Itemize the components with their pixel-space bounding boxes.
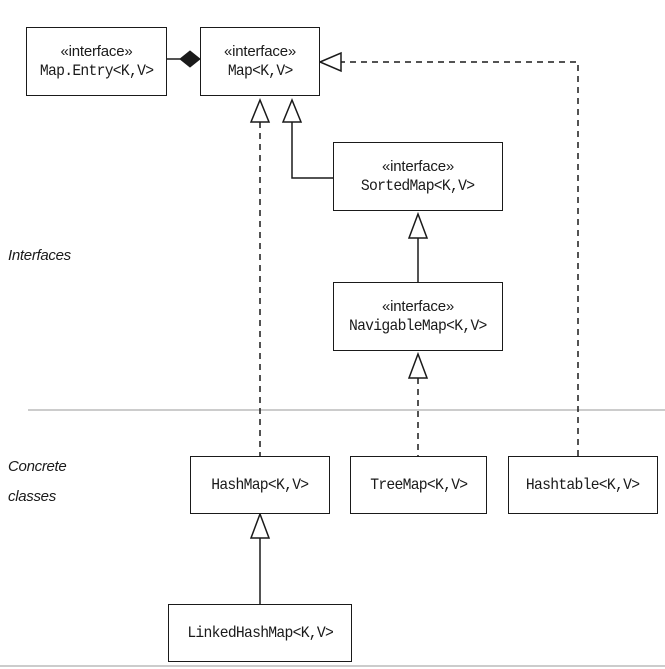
realization-treemap-to-navigablemap	[407, 351, 429, 456]
sorted-map-interface-box: «interface» SortedMap<K,V>	[333, 142, 503, 211]
map-interface-box: «interface» Map<K,V>	[200, 27, 320, 96]
type-name: Hashtable<K,V>	[526, 476, 640, 494]
section-label-concrete-line2: classes	[8, 488, 56, 505]
type-name: SortedMap<K,V>	[361, 176, 475, 195]
hollow-triangle-icon	[281, 98, 303, 123]
type-name: TreeMap<K,V>	[369, 476, 468, 494]
stereotype-label: «interface»	[381, 297, 455, 315]
hollow-triangle-icon	[407, 211, 429, 239]
type-name: HashMap<K,V>	[211, 476, 309, 494]
generalization-navigablemap-to-sortedmap	[407, 211, 429, 282]
section-label-interfaces: Interfaces	[8, 247, 71, 264]
linked-hash-map-class-box: LinkedHashMap<K,V>	[168, 604, 352, 662]
type-name: NavigableMap<K,V>	[349, 316, 487, 335]
hollow-triangle-icon	[249, 98, 271, 123]
hollow-triangle-icon	[249, 511, 271, 539]
type-name: Map.Entry<K,V>	[39, 61, 154, 80]
hash-map-class-box: HashMap<K,V>	[190, 456, 330, 514]
stereotype-label: «interface»	[223, 42, 297, 60]
stereotype-label: «interface»	[381, 157, 455, 175]
tree-map-class-box: TreeMap<K,V>	[350, 456, 487, 514]
section-label-concrete-line1: Concrete	[8, 458, 67, 475]
type-name: Map<K,V>	[227, 61, 294, 80]
map-entry-interface-box: «interface» Map.Entry<K,V>	[26, 27, 167, 96]
generalization-linkedhashmap-to-hashmap	[249, 511, 271, 604]
hollow-triangle-icon	[318, 51, 342, 73]
composition-connector	[167, 50, 201, 68]
generalization-sortedmap-to-map	[281, 98, 333, 179]
realization-hashtable-to-map	[318, 51, 579, 456]
stereotype-label: «interface»	[60, 42, 133, 60]
hollow-triangle-icon	[407, 351, 429, 379]
navigable-map-interface-box: «interface» NavigableMap<K,V>	[333, 282, 503, 351]
type-name: LinkedHashMap<K,V>	[187, 624, 334, 642]
hashtable-class-box: Hashtable<K,V>	[508, 456, 658, 514]
realization-hashmap-to-map	[249, 98, 271, 456]
filled-diamond-icon	[179, 50, 201, 68]
